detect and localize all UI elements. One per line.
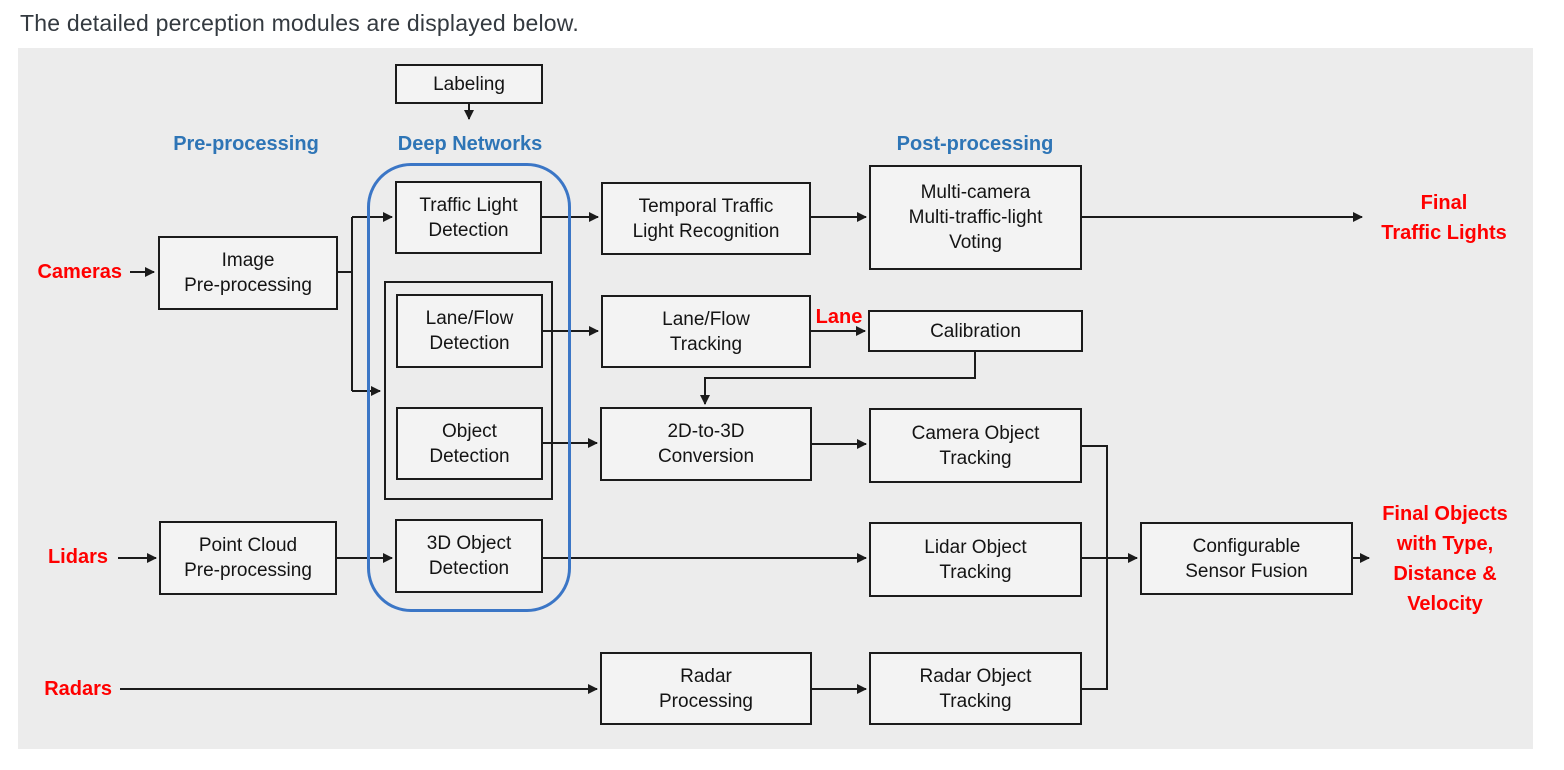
input-label-cameras: Cameras bbox=[37, 261, 122, 283]
connector-image-pre-split bbox=[338, 217, 353, 391]
output-label-final-traffic-lights: Final Traffic Lights bbox=[1381, 192, 1507, 244]
node-camera-object-tracking: Camera Object Tracking bbox=[869, 408, 1082, 483]
input-label-lidars: Lidars bbox=[47, 546, 108, 568]
node-radar-object-tracking: Radar Object Tracking bbox=[869, 652, 1082, 725]
node-point-cloud-pre-processing: Point Cloud Pre-processing bbox=[159, 521, 337, 595]
section-label-post-processing: Post-processing bbox=[896, 133, 1054, 155]
output-label-final-objects: Final Objects with Type, Distance & Velo… bbox=[1382, 503, 1508, 615]
connector-camera-ot-to-collector bbox=[1082, 445, 1108, 559]
node-object-detection: Object Detection bbox=[396, 407, 543, 480]
node-lane-flow-detection: Lane/Flow Detection bbox=[396, 294, 543, 368]
deep-networks-outline bbox=[367, 163, 571, 612]
node-2d-to-3d-conversion: 2D-to-3D Conversion bbox=[600, 407, 812, 481]
node-calibration: Calibration bbox=[868, 310, 1083, 352]
section-label-pre-processing: Pre-processing bbox=[173, 133, 319, 155]
section-label-deep-networks: Deep Networks bbox=[397, 133, 543, 155]
connector-radar-ot-to-collector bbox=[1082, 557, 1108, 690]
node-labeling: Labeling bbox=[395, 64, 543, 104]
connector-calibration-to-2d3d bbox=[700, 352, 976, 405]
diagram-panel: Pre-processing Deep Networks Post-proces… bbox=[18, 48, 1533, 749]
node-temporal-traffic-light-recognition: Temporal Traffic Light Recognition bbox=[601, 182, 811, 255]
node-traffic-light-detection: Traffic Light Detection bbox=[395, 181, 542, 254]
edge-label-lane: Lane bbox=[815, 306, 863, 328]
node-configurable-sensor-fusion: Configurable Sensor Fusion bbox=[1140, 522, 1353, 595]
node-multi-camera-voting: Multi-camera Multi-traffic-light Voting bbox=[869, 165, 1082, 270]
node-lane-flow-tracking: Lane/Flow Tracking bbox=[601, 295, 811, 368]
figure-caption: The detailed perception modules are disp… bbox=[20, 10, 579, 36]
input-label-radars: Radars bbox=[44, 678, 112, 700]
node-radar-processing: Radar Processing bbox=[600, 652, 812, 725]
detection-group-box bbox=[384, 281, 553, 500]
node-lidar-object-tracking: Lidar Object Tracking bbox=[869, 522, 1082, 597]
node-image-pre-processing: Image Pre-processing bbox=[158, 236, 338, 310]
node-3d-object-detection: 3D Object Detection bbox=[395, 519, 543, 593]
